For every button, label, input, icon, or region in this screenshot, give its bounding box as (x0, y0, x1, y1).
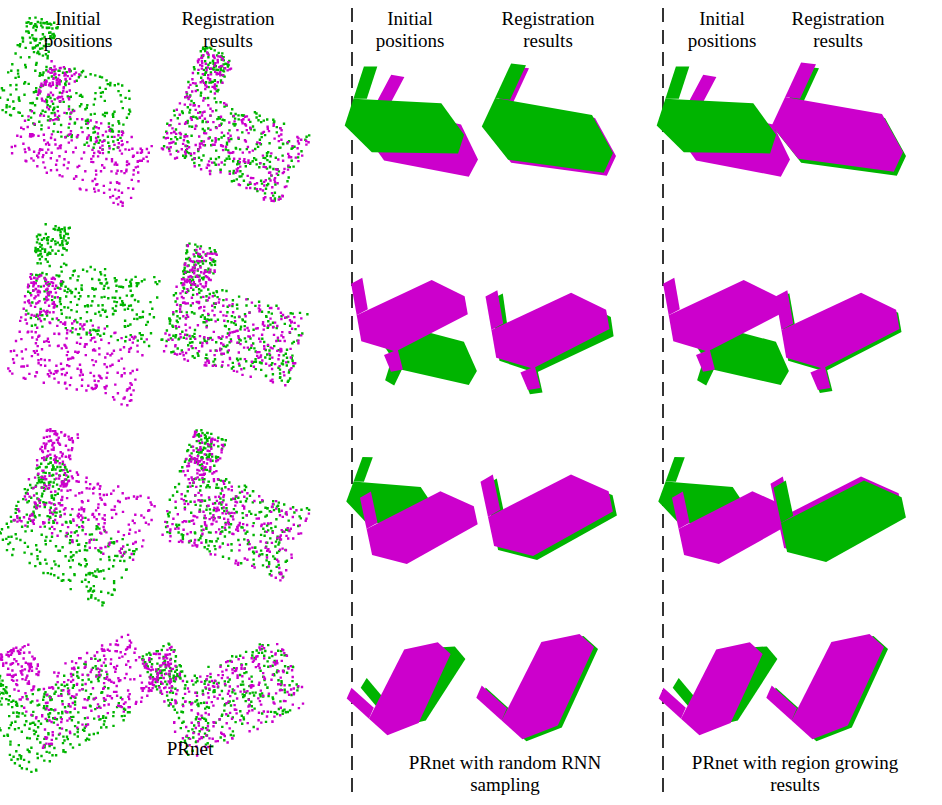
bed-model (657, 99, 776, 154)
column-header: Registration results (168, 8, 288, 52)
bed-model (354, 457, 373, 482)
bed-model (347, 688, 374, 719)
bed-model (774, 481, 794, 524)
bed-model (357, 280, 468, 351)
bed-model (781, 293, 899, 369)
column-header: Registration results (778, 8, 898, 52)
bed-model (785, 63, 816, 99)
point-clouds (0, 16, 310, 773)
point-cloud (161, 431, 310, 582)
bed-model (384, 349, 403, 371)
point-cloud (163, 244, 303, 387)
bed-model (810, 366, 830, 390)
point-cloud (161, 51, 310, 202)
bed-model (369, 642, 451, 735)
bed-model (351, 278, 368, 316)
bed-model (696, 349, 715, 371)
bed-model (792, 634, 884, 739)
column-header: Initial positions (360, 8, 460, 52)
bed-model (345, 99, 464, 154)
point-cloud (11, 60, 153, 207)
bed-model (502, 634, 594, 739)
method-caption: PRnet with region growing results (670, 752, 920, 796)
point-cloud (0, 634, 154, 749)
point-cloud (141, 642, 299, 756)
point-cloud (0, 456, 138, 606)
bed-model (679, 491, 790, 564)
point-cloud (0, 657, 131, 773)
point-cloud (142, 643, 304, 757)
bed-model (491, 293, 609, 369)
bed-model (681, 642, 763, 735)
bed-model (486, 290, 504, 330)
bed-model (476, 686, 507, 721)
bed-model (669, 280, 780, 351)
bed-model (520, 366, 540, 390)
bed-model (776, 290, 794, 330)
bed-model (481, 475, 501, 518)
bed-model (781, 481, 906, 563)
point-cloud (25, 223, 160, 347)
bed-model (766, 686, 797, 721)
bed-model (672, 491, 690, 529)
column-header: Initial positions (28, 8, 128, 52)
point-cloud (13, 428, 156, 561)
bed-model (367, 491, 478, 564)
bed-model (663, 278, 680, 316)
bed-model (353, 66, 377, 98)
mesh-models (345, 63, 906, 742)
point-cloud (7, 273, 148, 407)
method-caption: PRnet with random RNN sampling (390, 752, 620, 796)
bed-model (488, 475, 613, 557)
bed-model (495, 64, 526, 100)
bed-model (659, 688, 686, 719)
bed-model (482, 98, 613, 173)
bed-model (772, 97, 903, 172)
bed-model (666, 457, 685, 482)
column-header: Initial positions (672, 8, 772, 52)
column-header: Registration results (488, 8, 608, 52)
bed-model (665, 66, 689, 98)
method-caption: PRnet (140, 738, 240, 760)
bed-model (360, 491, 378, 529)
